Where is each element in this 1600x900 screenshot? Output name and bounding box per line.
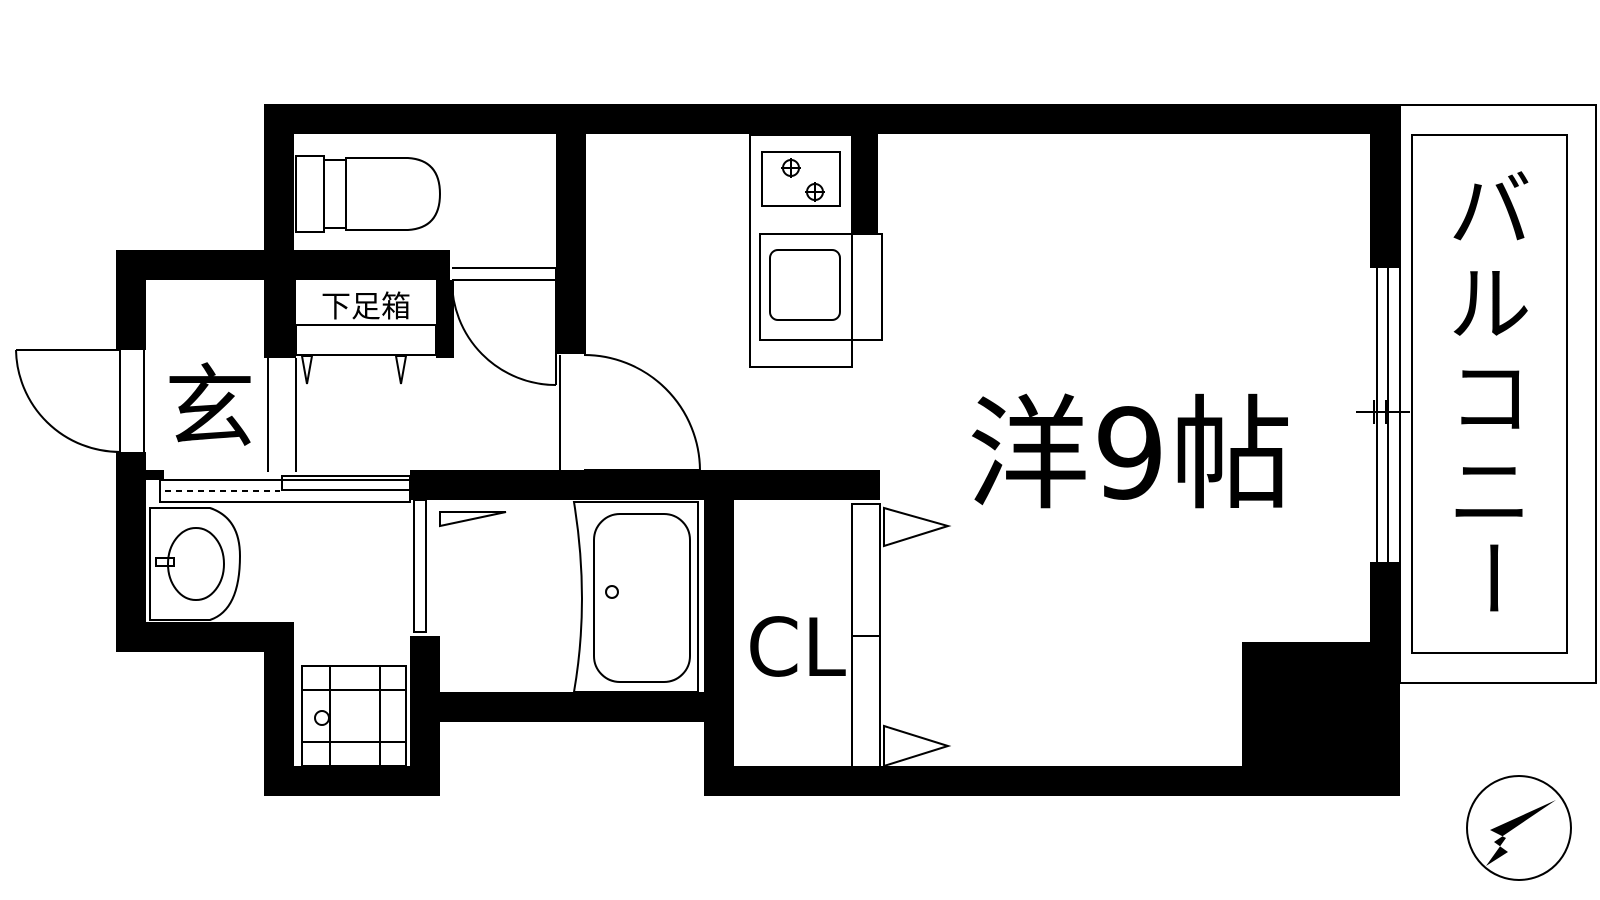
washing-machine-pan-icon bbox=[301, 665, 407, 767]
bathtub-icon bbox=[572, 501, 699, 693]
balcony bbox=[1399, 104, 1597, 684]
balcony-label-char: コ bbox=[1448, 350, 1532, 448]
shoe-box-label: 下足箱 bbox=[321, 290, 411, 325]
fixtures bbox=[15, 134, 1410, 769]
closet-label: CL bbox=[746, 602, 847, 695]
walls bbox=[116, 104, 1400, 796]
north-arrow-icon bbox=[1466, 775, 1572, 881]
balcony-label-char: ニ bbox=[1448, 444, 1532, 542]
kitchen-sink-icon bbox=[769, 249, 841, 321]
kitchen-counter bbox=[749, 134, 883, 368]
balcony-label-char: バ bbox=[1448, 162, 1532, 260]
washbasin-icon bbox=[149, 507, 242, 621]
toilet-icon bbox=[295, 155, 442, 233]
entrance-label: 玄 bbox=[164, 355, 256, 462]
balcony-label-char: ル bbox=[1448, 256, 1532, 354]
western-room-label: 洋9帖 bbox=[967, 384, 1294, 528]
balcony-label-char: ー bbox=[1442, 536, 1540, 620]
